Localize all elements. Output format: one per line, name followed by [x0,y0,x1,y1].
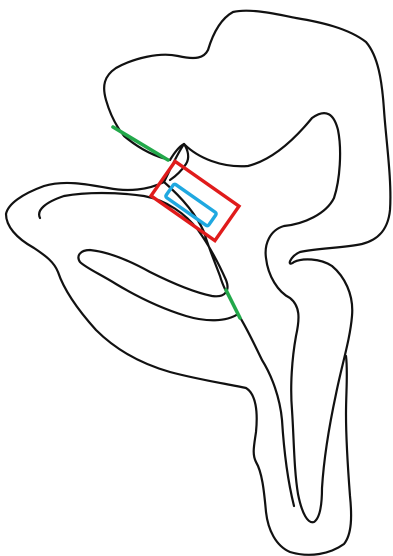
green-gate-lower [226,290,240,318]
green-gate-upper [113,127,168,160]
red-rectangle [151,161,239,240]
track-lower-channel [238,314,294,506]
track-hairpin [39,182,238,320]
